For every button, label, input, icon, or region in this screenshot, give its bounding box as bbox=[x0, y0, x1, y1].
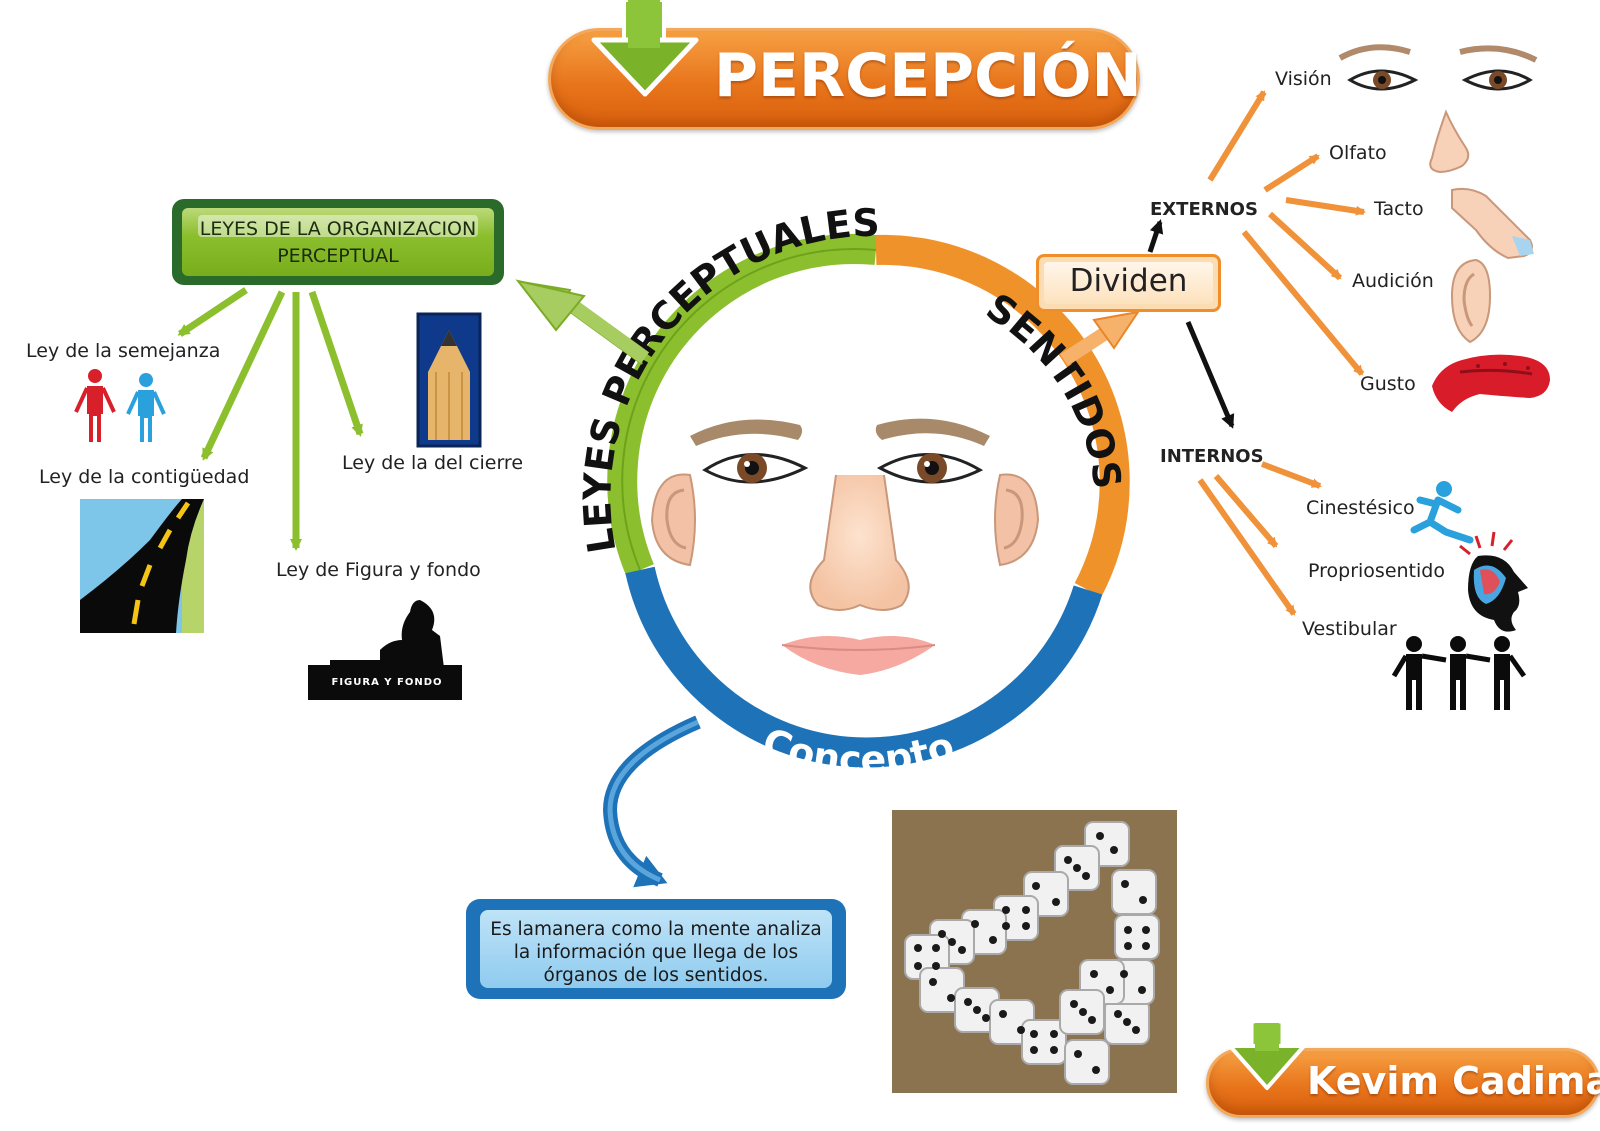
semejanza-people-icon bbox=[74, 369, 166, 442]
concepto-box: Es lamanera como la mente analiza la inf… bbox=[466, 899, 846, 999]
arrow-to-dividen bbox=[1060, 310, 1141, 366]
ley-semejanza-label: Ley de la semejanza bbox=[26, 340, 221, 362]
externos-arrows bbox=[1207, 90, 1366, 376]
propriosentido-head-icon bbox=[1459, 531, 1528, 632]
ley-cierre-label: Ley de la del cierre bbox=[342, 452, 524, 474]
cinestesico-runner-icon bbox=[1410, 481, 1474, 544]
sentido-olfato-label: Olfato bbox=[1329, 142, 1387, 164]
ear-left-icon bbox=[650, 473, 696, 567]
arrow-to-leyes bbox=[515, 279, 650, 365]
sentido-tacto-label: Tacto bbox=[1374, 198, 1424, 220]
leyes-organizacion-box: LEYES DE LA ORGANIZACION PERCEPTUAL bbox=[172, 199, 504, 285]
ley-contiguedad-label: Ley de la contigüedad bbox=[39, 466, 250, 488]
sentido-propriosentido-label: Propriosentido bbox=[1308, 560, 1445, 582]
nose-icon bbox=[809, 474, 910, 611]
figura-fondo-caption: FIGURA Y FONDO bbox=[331, 677, 443, 688]
leyes-box-line1: LEYES DE LA ORGANIZACION bbox=[199, 218, 477, 240]
road-image bbox=[80, 499, 204, 633]
sentido-audicion-label: Audición bbox=[1352, 270, 1434, 292]
figura-fondo-image bbox=[308, 597, 462, 700]
face-illustration bbox=[650, 418, 1040, 675]
author-arrow-overlay bbox=[1228, 1020, 1306, 1090]
internos-arrows bbox=[1197, 461, 1322, 616]
internos-label: INTERNOS bbox=[1160, 446, 1264, 467]
leyes-box-line2: PERCEPTUAL bbox=[277, 245, 399, 267]
arc-text-concepto: Concepto bbox=[757, 719, 959, 782]
dice-photo bbox=[892, 810, 1177, 1093]
page-title: PERCEPCIÓN bbox=[714, 41, 1142, 111]
dividen-label: Dividen bbox=[1069, 263, 1188, 299]
audicion-ear-icon bbox=[1450, 258, 1492, 344]
eye-left-icon bbox=[702, 453, 809, 484]
leyes-branch-arrows bbox=[177, 287, 364, 551]
ear-right-icon bbox=[994, 473, 1040, 567]
title-arrow-overlay bbox=[591, 0, 699, 97]
olfato-nose-icon bbox=[1429, 109, 1470, 174]
arc-label-concepto: Concepto bbox=[757, 719, 959, 782]
arrow-to-concepto bbox=[602, 715, 701, 888]
lips-icon bbox=[781, 636, 936, 675]
ley-figura-fondo-label: Ley de Figura y fondo bbox=[276, 559, 481, 581]
externos-label: EXTERNOS bbox=[1150, 199, 1258, 220]
dividen-branch-arrows bbox=[1147, 219, 1235, 429]
sentido-vestibular-label: Vestibular bbox=[1302, 618, 1397, 640]
sentido-gusto-label: Gusto bbox=[1360, 373, 1416, 395]
sentido-cinestesico-label: Cinestésico bbox=[1306, 497, 1415, 519]
sentido-vision-label: Visión bbox=[1275, 68, 1332, 90]
vision-eyes-icon bbox=[1338, 44, 1538, 91]
concepto-text: Es lamanera como la mente analiza la inf… bbox=[490, 919, 822, 986]
pencil-image bbox=[416, 312, 482, 448]
eye-right-icon bbox=[876, 453, 984, 484]
tacto-finger-icon bbox=[1451, 187, 1534, 260]
dividen-box: Dividen bbox=[1036, 254, 1221, 312]
vestibular-people-icon bbox=[1391, 636, 1527, 710]
gusto-tongue-icon bbox=[1432, 354, 1550, 412]
author-name: Kevim Cadima bbox=[1307, 1059, 1600, 1103]
